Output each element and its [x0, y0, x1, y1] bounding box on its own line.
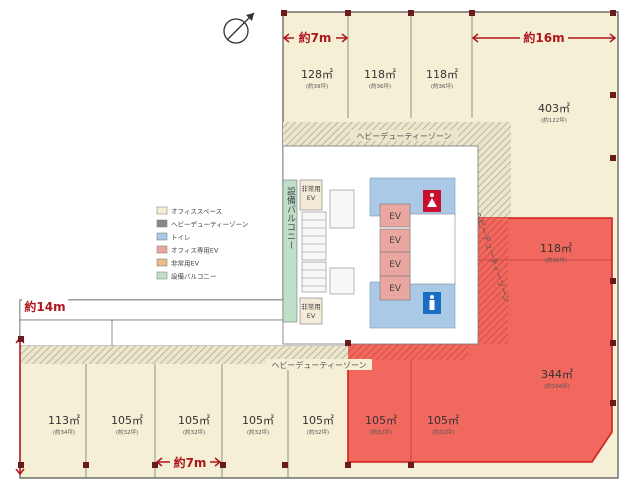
heavy-duty-label-bottom: ヘビーデューティーゾーン: [271, 360, 366, 370]
room-tsubo: (約39坪): [306, 82, 328, 90]
legend-label: オフィス専用EV: [171, 246, 219, 255]
room-area: 128㎡: [301, 68, 333, 81]
heavy-duty-label-top: ヘビーデューティーゾーン: [356, 131, 451, 141]
legend-swatch: [156, 258, 168, 267]
dim-label-top-left: 約7m: [299, 30, 332, 45]
legend-label: 非常用EV: [171, 259, 200, 268]
room-area: 403㎡: [538, 102, 570, 115]
room-area: 118㎡: [540, 242, 572, 255]
legend-label: ヘビーデューティーゾーン: [171, 220, 248, 229]
stairs: [301, 189, 355, 295]
room-tsubo: (約32坪): [307, 428, 329, 436]
dim-left-bg: [22, 298, 68, 316]
room-tsubo: (約32坪): [183, 428, 205, 436]
ev-label: EV: [389, 284, 402, 294]
room-area: 344㎡: [541, 368, 573, 381]
legend-label: オフィススペース: [171, 208, 222, 216]
room-tsubo: (約32坪): [247, 428, 269, 436]
legend-swatch: [156, 219, 168, 228]
emergency-ev-bottom: [299, 297, 323, 325]
equipment-balcony: [282, 179, 298, 323]
office-ev-3: [379, 251, 411, 277]
legend-swatch: [156, 271, 168, 280]
legend-swatch: [156, 245, 168, 254]
toilet-men-icon: [423, 292, 441, 314]
dim-label-bottom: 約7m: [174, 455, 207, 470]
room-area: 118㎡: [364, 68, 396, 81]
room-tsubo: (約122坪): [541, 116, 567, 124]
room-area: 105㎡: [365, 414, 397, 427]
legend-label: トイレ: [171, 234, 191, 242]
structural-columns: [18, 10, 616, 468]
room-labels: 128㎡ (約39坪) 118㎡ (約36坪) 118㎡ (約36坪) 403㎡…: [48, 68, 573, 436]
emergency-ev-top: [299, 179, 323, 211]
room-area: 105㎡: [302, 414, 334, 427]
room-area: 105㎡: [242, 414, 274, 427]
dim-label-top-right: 約16m: [523, 30, 564, 45]
ev-label: EV: [389, 236, 402, 246]
room-area: 105㎡: [111, 414, 143, 427]
room-tsubo: (約36坪): [545, 256, 567, 264]
room-tsubo: (約32坪): [370, 428, 392, 436]
legend-label: 設備バルコニー: [171, 272, 216, 281]
top-room-dividers: [347, 12, 473, 118]
ev-label: EV: [389, 212, 402, 222]
ev-label: EV: [389, 260, 402, 270]
office-ev-4: [379, 275, 411, 301]
room-area: 105㎡: [427, 414, 459, 427]
room-tsubo: (約32坪): [116, 428, 138, 436]
balcony-label: 設備バルコニー: [285, 185, 296, 249]
room-tsubo: (約32坪): [432, 428, 454, 436]
toilet-women-icon: [423, 190, 441, 212]
room-tsubo: (約36坪): [369, 82, 391, 90]
legend-swatch: [156, 232, 168, 241]
room-area: 105㎡: [178, 414, 210, 427]
room-area: 118㎡: [426, 68, 458, 81]
room-tsubo: (約36坪): [431, 82, 453, 90]
office-ev-1: [379, 203, 411, 228]
bottom-room-dividers: [85, 364, 289, 478]
legend-swatch: [156, 206, 168, 215]
heavy-duty-zone-top: [283, 122, 511, 218]
building-core: [282, 145, 479, 345]
room-area: 113㎡: [48, 414, 80, 427]
room-tsubo: (約104坪): [544, 382, 570, 390]
compass-icon: [223, 12, 255, 44]
dim-label-left: 約14m: [24, 299, 65, 314]
dimension-labels: 約7m 約16m 約14m 約7m: [24, 29, 568, 471]
room-tsubo: (約34坪): [53, 428, 75, 436]
